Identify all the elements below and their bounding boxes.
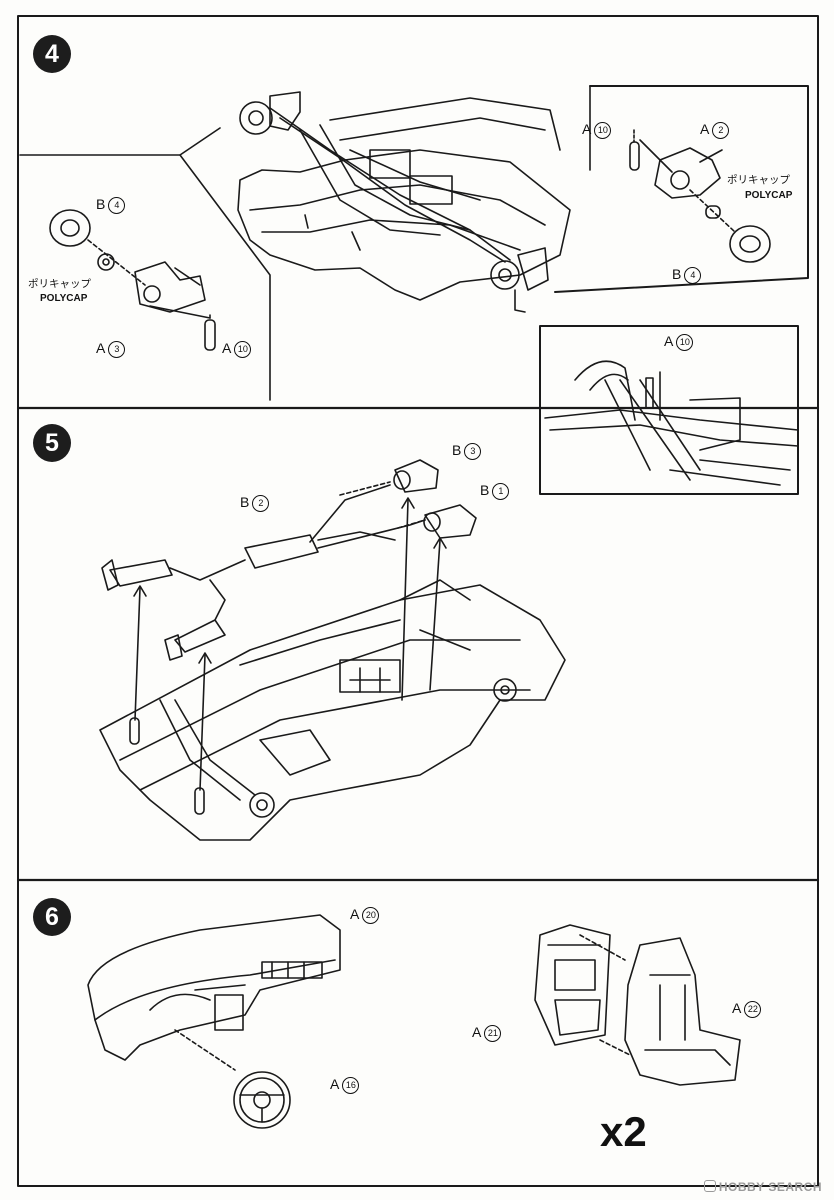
step4-left-parts xyxy=(49,209,216,351)
part-number: 1 xyxy=(492,483,510,500)
part-number: 2 xyxy=(712,122,730,139)
part-number: 2 xyxy=(252,495,270,512)
step5-arrows xyxy=(133,481,447,791)
part-number: 3 xyxy=(108,341,126,358)
part-letter: A xyxy=(472,1024,482,1040)
step4-chassis xyxy=(237,91,571,313)
part-letter: A xyxy=(732,1000,742,1016)
step4-detail xyxy=(544,360,799,486)
part-number: 3 xyxy=(464,443,482,460)
step4-right-parts xyxy=(629,129,771,263)
part-number: 10 xyxy=(234,341,252,358)
part-number: 4 xyxy=(108,197,126,214)
polycap-jp-right: ポリキャップ xyxy=(727,174,790,186)
step-6-badge: 6 xyxy=(33,898,71,936)
part-letter: B xyxy=(96,196,106,212)
part-letter: A xyxy=(222,340,232,356)
step-4-badge: 4 xyxy=(33,35,71,73)
polycap-jp-left: ポリキャップ xyxy=(28,278,91,290)
part-number: 20 xyxy=(362,907,380,924)
part-letter: A xyxy=(330,1076,340,1092)
part-letter: B xyxy=(480,482,490,498)
part-number: 22 xyxy=(744,1001,762,1018)
part-letter: B xyxy=(240,494,250,510)
part-letter: A xyxy=(700,121,710,137)
step6-dashboard xyxy=(87,914,341,1129)
quantity-label: x2 xyxy=(600,1108,647,1155)
polycap-en-left: POLYCAP xyxy=(40,293,88,304)
step5-chassis xyxy=(99,579,566,841)
watermark: HOBBY SEARCH xyxy=(703,1180,822,1194)
part-number: 10 xyxy=(676,334,694,351)
part-number: 10 xyxy=(594,122,612,139)
part-letter: A xyxy=(582,121,592,137)
step-5-badge: 5 xyxy=(33,424,71,462)
watermark-text: HOBBY SEARCH xyxy=(718,1180,822,1194)
watermark-logo-icon xyxy=(703,1180,716,1192)
part-letter: A xyxy=(664,333,674,349)
part-number: 21 xyxy=(484,1025,502,1042)
part-number: 16 xyxy=(342,1077,360,1094)
step6-seat xyxy=(534,924,741,1086)
part-letter: A xyxy=(350,906,360,922)
part-letter: A xyxy=(96,340,106,356)
part-number: 4 xyxy=(684,267,702,284)
part-letter: B xyxy=(452,442,462,458)
polycap-en-right: POLYCAP xyxy=(745,190,793,201)
part-letter: B xyxy=(672,266,682,282)
step5-exhaust xyxy=(101,459,477,661)
